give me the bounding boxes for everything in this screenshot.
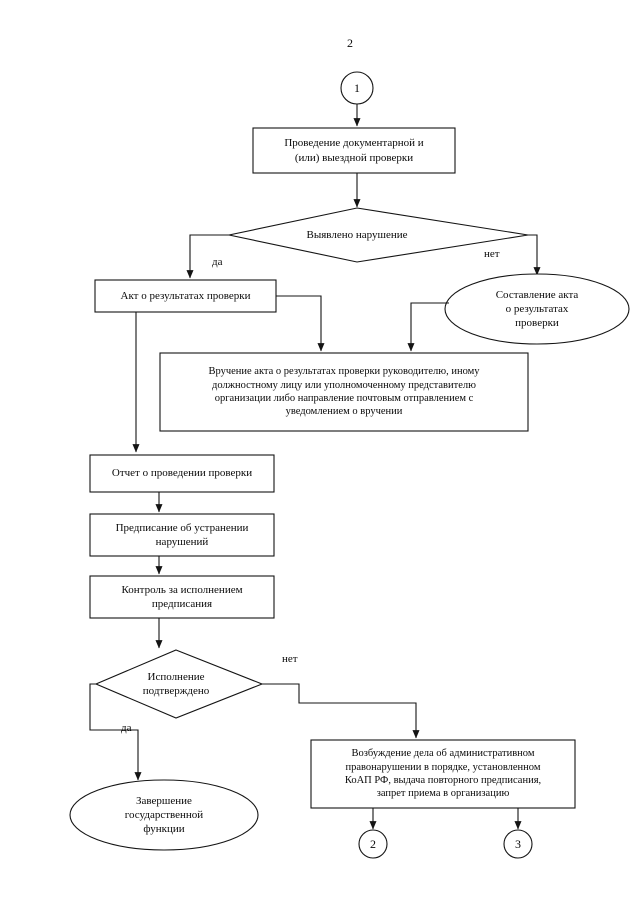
inspection-node[interactable] (253, 128, 455, 173)
start-connector-label: 1 (354, 81, 360, 95)
administrative-case-shape (310, 739, 576, 809)
edge-label-violation-no: нет (484, 248, 500, 260)
report-node[interactable] (90, 455, 274, 492)
edge-execution-no (262, 683, 420, 739)
act-results-shape (94, 279, 277, 313)
control-execution-shape (89, 575, 275, 619)
delivery-act-shape (159, 352, 529, 432)
completion-node[interactable] (70, 780, 258, 850)
edge-label-violation-yes: да (212, 256, 223, 268)
control-execution-node[interactable] (90, 576, 274, 618)
act-results-node[interactable] (95, 280, 276, 312)
edge-execution-yes (89, 683, 142, 781)
bottom-connector-2[interactable] (359, 830, 387, 858)
edge-drafting-to-delivery (407, 302, 449, 352)
violation-decision-node[interactable] (229, 208, 528, 262)
bottom-connector-3-label: 3 (515, 837, 521, 851)
bottom-connector-2-label: 2 (370, 837, 376, 851)
edge-violation-yes (186, 234, 229, 279)
edge-label-execution-yes: да (121, 722, 132, 734)
inspection-shape (252, 127, 456, 174)
bottom-connector-3-shape (503, 829, 533, 859)
violation-decision-shape (228, 207, 529, 263)
order-elimination-shape (89, 513, 275, 557)
execution-decision-node[interactable] (96, 650, 262, 718)
order-elimination-node[interactable] (90, 514, 274, 556)
drafting-act-node[interactable] (445, 274, 629, 344)
execution-decision-shape (94, 649, 264, 719)
edge-label-execution-no: нет (282, 653, 298, 665)
bottom-connector-3[interactable] (504, 830, 532, 858)
page-number: 2 (347, 36, 353, 50)
edge-act-to-delivery (276, 295, 325, 352)
start-connector[interactable] (341, 72, 373, 104)
completion-shape (69, 779, 259, 851)
administrative-case-node[interactable] (311, 740, 575, 808)
delivery-act-node[interactable] (160, 353, 528, 431)
report-shape (89, 454, 275, 493)
edge-violation-no (528, 234, 541, 276)
bottom-connector-2-shape (358, 829, 388, 859)
drafting-act-shape (444, 273, 630, 345)
